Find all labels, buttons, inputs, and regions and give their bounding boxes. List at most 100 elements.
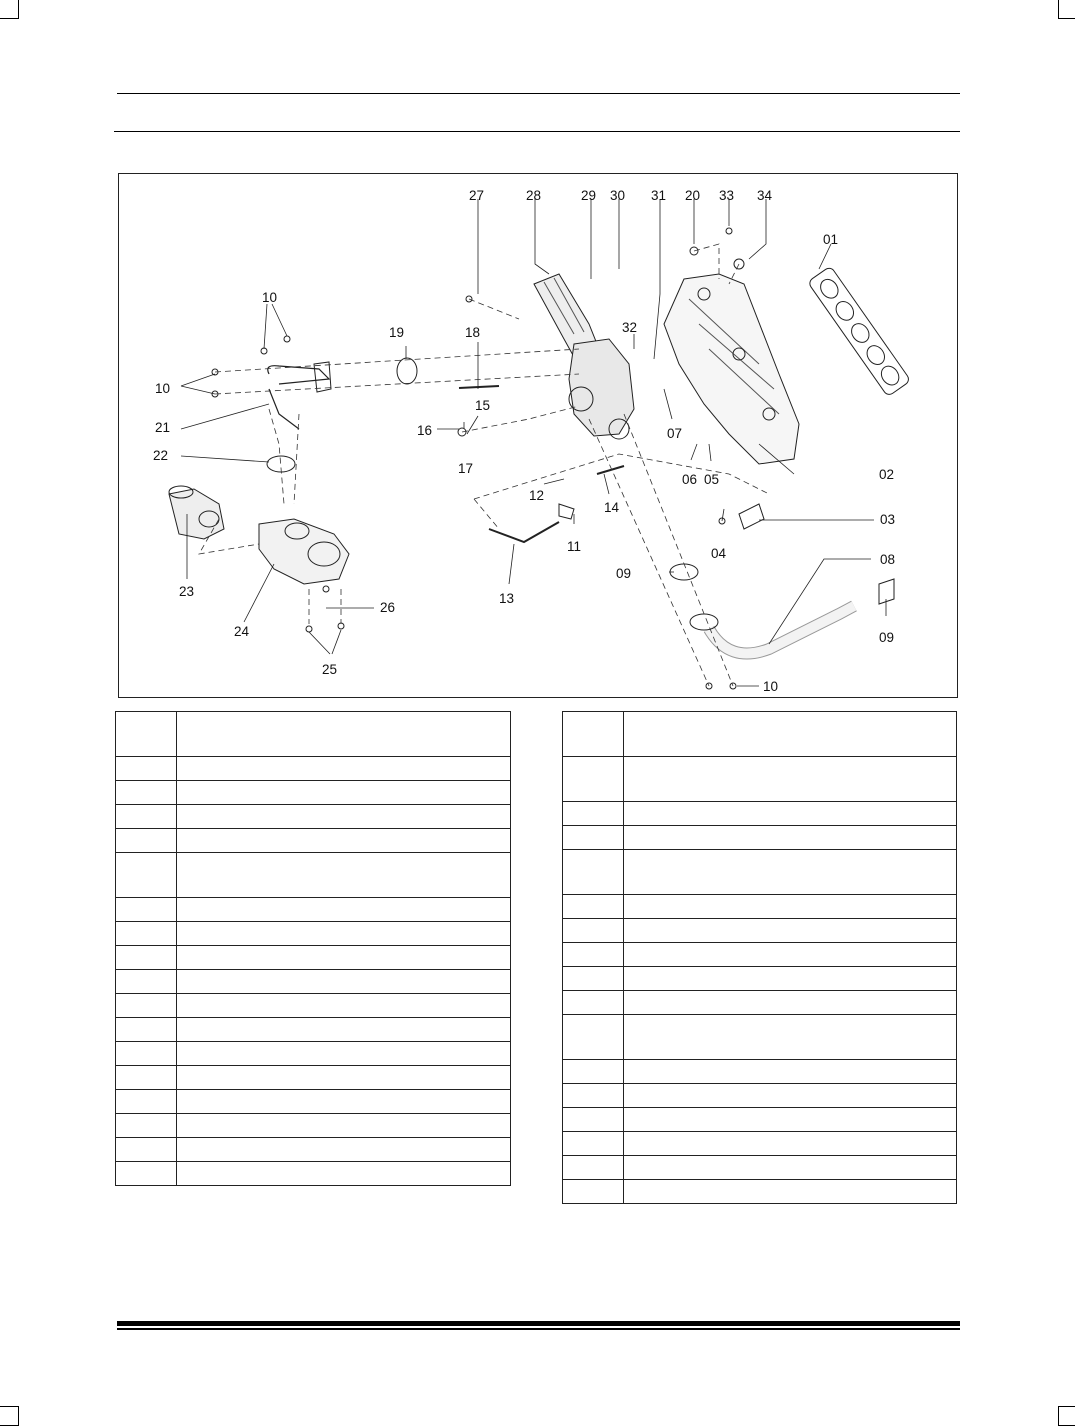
description-cell — [623, 801, 957, 826]
table-row — [115, 1089, 511, 1114]
item-number-cell — [115, 852, 177, 898]
item-number-cell — [562, 1014, 624, 1060]
item-number-cell — [562, 1179, 624, 1204]
item-number-cell — [562, 756, 624, 802]
description-cell — [176, 1089, 511, 1114]
callout-label: 09 — [616, 566, 631, 581]
table-row — [115, 1161, 511, 1186]
description-cell — [623, 1179, 957, 1204]
item-number-cell — [562, 1107, 624, 1132]
gasket-09-right — [878, 578, 895, 605]
callout-label: 04 — [711, 546, 727, 561]
crop-mark-top-left — [0, 0, 19, 19]
table-row — [562, 990, 957, 1015]
callout-label: 13 — [499, 591, 514, 606]
table-row — [115, 921, 511, 946]
callout-label: 24 — [234, 624, 250, 639]
item-number-cell — [562, 849, 624, 895]
description-cell — [623, 825, 957, 850]
description-cell — [623, 894, 957, 919]
callout-label: 09 — [879, 630, 894, 645]
callout-label: 10 — [262, 290, 277, 305]
table-row — [115, 969, 511, 994]
housing-24-part — [258, 518, 350, 585]
item-number-cell — [115, 969, 177, 994]
exploded-parts-diagram: 01 02 03 04 05 06 07 08 09 09 10 10 10 1… — [153, 188, 909, 694]
callout-label: 34 — [757, 188, 773, 203]
crop-mark-top-right — [1058, 0, 1075, 19]
description-cell — [176, 1113, 511, 1138]
item-number-cell — [115, 1137, 177, 1162]
item-number-cell — [562, 990, 624, 1015]
item-number-cell — [562, 1059, 624, 1084]
table-row — [562, 1083, 957, 1108]
callout-label: 21 — [155, 420, 170, 435]
callout-label: 16 — [417, 423, 432, 438]
table-row — [562, 1107, 957, 1132]
table-row — [115, 1065, 511, 1090]
callout-label: 17 — [458, 461, 473, 476]
callout-label: 27 — [469, 188, 484, 203]
callout-label: 08 — [880, 552, 895, 567]
callout-label: 25 — [322, 662, 337, 677]
callout-label: 10 — [763, 679, 778, 694]
table-row — [115, 711, 511, 757]
bracket-03-part — [738, 503, 765, 530]
description-cell — [623, 1155, 957, 1180]
callout-label: 23 — [179, 584, 194, 599]
description-cell — [176, 969, 511, 994]
item-number-cell — [562, 1083, 624, 1108]
callout-label: 19 — [389, 325, 404, 340]
callout-label: 06 — [682, 472, 697, 487]
description-cell — [176, 1065, 511, 1090]
description-cell — [623, 1131, 957, 1156]
item-number-cell — [562, 825, 624, 850]
table-row — [115, 1017, 511, 1042]
callout-label: 07 — [667, 426, 682, 441]
description-cell — [623, 756, 957, 802]
callout-label: 01 — [823, 232, 838, 247]
callout-label: 14 — [604, 500, 620, 515]
table-row — [562, 894, 957, 919]
callout-label: 18 — [465, 325, 480, 340]
item-number-cell — [562, 942, 624, 967]
item-number-cell — [115, 756, 177, 781]
bolt-14-part — [596, 465, 625, 475]
item-number-cell — [115, 1113, 177, 1138]
table-row — [115, 1041, 511, 1066]
item-number-cell — [115, 828, 177, 853]
description-cell — [176, 711, 511, 757]
description-cell — [623, 1014, 957, 1060]
description-cell — [623, 990, 957, 1015]
description-cell — [176, 1137, 511, 1162]
item-number-cell — [115, 711, 177, 757]
table-row — [115, 897, 511, 922]
item-number-cell — [115, 1089, 177, 1114]
connector-23-part — [168, 488, 225, 540]
table-row — [562, 756, 957, 802]
item-number-cell — [115, 1017, 177, 1042]
item-number-cell — [115, 1161, 177, 1186]
table-row — [115, 993, 511, 1018]
item-number-cell — [115, 993, 177, 1018]
item-number-cell — [115, 780, 177, 805]
parts-table-left — [115, 711, 511, 1186]
callout-label: 10 — [155, 381, 170, 396]
table-row — [562, 1014, 957, 1060]
description-cell — [176, 1017, 511, 1042]
description-cell — [176, 828, 511, 853]
item-number-cell — [562, 1155, 624, 1180]
header-rule-bottom — [114, 131, 960, 132]
description-cell — [623, 711, 957, 757]
table-row — [115, 1113, 511, 1138]
table-row — [562, 966, 957, 991]
table-row — [562, 849, 957, 895]
table-row — [562, 942, 957, 967]
manifold-gasket-part — [809, 267, 909, 395]
manifold-body-part — [663, 273, 800, 465]
item-number-cell — [562, 711, 624, 757]
item-number-cell — [115, 921, 177, 946]
item-number-cell — [562, 918, 624, 943]
egr-valve-part — [568, 338, 635, 437]
callout-label: 26 — [380, 600, 395, 615]
